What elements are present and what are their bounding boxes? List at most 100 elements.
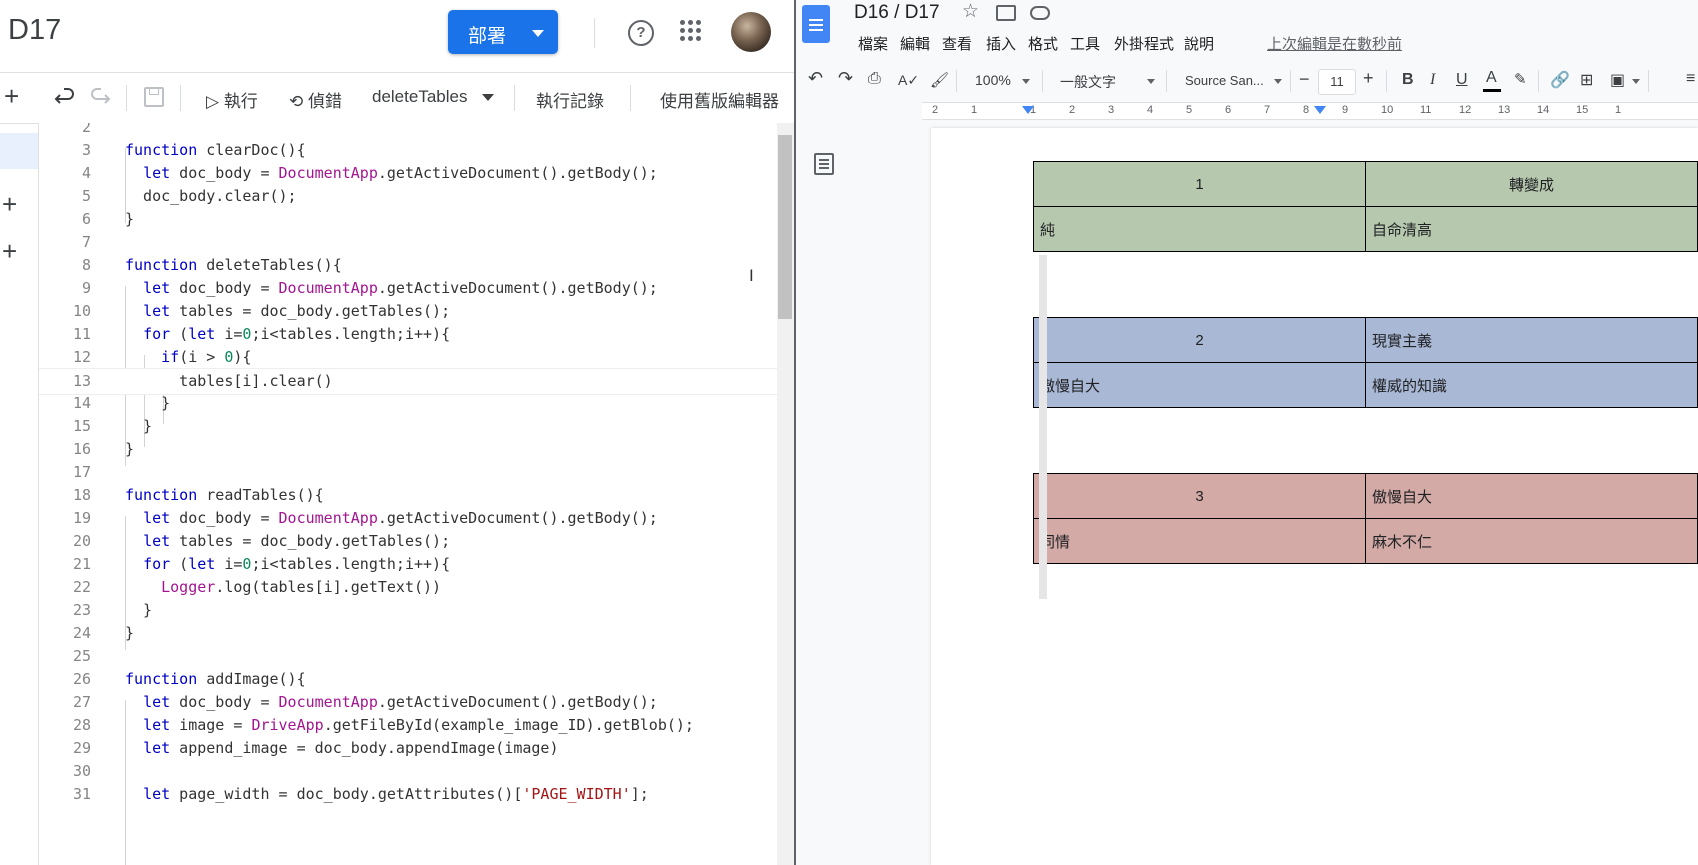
code-line[interactable]: 14 } (39, 391, 777, 416)
highlight-icon[interactable]: ✎ (1514, 71, 1527, 88)
add-service-icon[interactable]: + (2, 236, 18, 266)
undo-icon[interactable] (54, 85, 76, 107)
chevron-down-icon[interactable] (1632, 79, 1640, 84)
code-line[interactable]: 25 (39, 644, 777, 669)
code-line[interactable]: 6} (39, 207, 777, 232)
code-line[interactable]: 2 (39, 123, 777, 140)
code-line[interactable]: 24} (39, 621, 777, 646)
undo-icon[interactable]: ↶ (808, 68, 824, 88)
print-icon[interactable]: ⎙ (868, 70, 881, 87)
table-cell[interactable]: 傲慢自大 (1365, 473, 1698, 519)
table-cell[interactable]: 現實主義 (1365, 317, 1698, 363)
code-line[interactable]: 17 (39, 460, 777, 485)
code-line[interactable]: 7 (39, 230, 777, 255)
code-line[interactable]: 12 if(i > 0){ (39, 345, 777, 370)
editor-scrollbar[interactable] (777, 123, 794, 865)
font-size-input[interactable]: 11 (1318, 69, 1356, 95)
redo-icon[interactable]: ↷ (838, 68, 854, 88)
insert-comment-icon[interactable]: ⊞ (1580, 72, 1594, 89)
decrease-font-icon[interactable]: − (1299, 69, 1310, 89)
table-cell[interactable]: 自命清高 (1365, 206, 1698, 252)
function-select[interactable]: deleteTables (372, 87, 468, 106)
right-indent-marker[interactable] (1314, 106, 1326, 114)
table-cell[interactable]: 同情 (1033, 518, 1366, 564)
paragraph-style-select[interactable]: 一般文字 (1060, 74, 1116, 90)
code-line[interactable]: 31 let page_width = doc_body.getAttribut… (39, 782, 777, 807)
legacy-editor-button[interactable]: 使用舊版編輯器 (660, 92, 779, 111)
insert-image-icon[interactable]: ▣ (1610, 72, 1626, 89)
code-line[interactable]: 19 let doc_body = DocumentApp.getActiveD… (39, 506, 777, 531)
document-outline-icon[interactable] (814, 153, 834, 175)
table-cell[interactable]: 純 (1033, 206, 1366, 252)
code-line[interactable]: 23 } (39, 598, 777, 623)
code-line[interactable]: 22 Logger.log(tables[i].getText()) (39, 575, 777, 600)
add-file-icon[interactable]: + (4, 81, 20, 111)
scrollbar-thumb[interactable] (778, 135, 792, 319)
table-cell[interactable]: 2 (1033, 317, 1366, 363)
run-button[interactable]: ▷ 執行 (206, 87, 258, 112)
move-folder-icon[interactable] (996, 5, 1016, 21)
cloud-status-icon[interactable] (1030, 6, 1050, 20)
redo-icon[interactable] (89, 85, 111, 107)
menu-item[interactable]: 編輯 (900, 36, 931, 53)
menu-item[interactable]: 檔案 (858, 36, 889, 53)
spellcheck-icon[interactable]: A✓ (898, 72, 920, 88)
menu-item[interactable]: 格式 (1028, 36, 1059, 53)
code-line[interactable]: 27 let doc_body = DocumentApp.getActiveD… (39, 690, 777, 715)
table-cell[interactable]: 1 (1033, 161, 1366, 207)
project-title[interactable]: D17 (8, 14, 62, 46)
table-cell[interactable]: 轉變成 (1365, 161, 1698, 207)
code-line[interactable]: 20 let tables = doc_body.getTables(); (39, 529, 777, 554)
menu-item[interactable]: 插入 (986, 36, 1017, 53)
table-cell[interactable]: 麻木不仁 (1365, 518, 1698, 564)
help-icon[interactable]: ? (628, 20, 654, 46)
code-line[interactable]: 28 let image = DriveApp.getFileById(exam… (39, 713, 777, 738)
code-line[interactable]: 10 let tables = doc_body.getTables(); (39, 299, 777, 324)
menu-item[interactable]: 說明 (1184, 36, 1215, 53)
underline-icon[interactable]: U (1456, 71, 1468, 88)
code-line[interactable]: 15 } (39, 414, 777, 439)
chevron-down-icon[interactable] (1147, 79, 1155, 84)
table-cell[interactable]: 權威的知識 (1365, 362, 1698, 408)
menu-item[interactable]: 查看 (942, 36, 973, 53)
save-icon[interactable] (144, 87, 164, 107)
chevron-down-icon[interactable] (482, 94, 494, 101)
code-line[interactable]: 4 let doc_body = DocumentApp.getActiveDo… (39, 161, 777, 186)
chevron-down-icon[interactable] (1274, 79, 1282, 84)
italic-icon[interactable]: I (1430, 71, 1436, 88)
file-item-selected[interactable] (0, 133, 38, 169)
zoom-select[interactable]: 100% (975, 72, 1011, 88)
last-edit-link[interactable]: 上次編輯是在數秒前 (1267, 36, 1403, 53)
doc-table-1[interactable]: 1 轉變成 純 自命清高 (1033, 161, 1698, 252)
doc-table-3[interactable]: 3 傲慢自大 同情 麻木不仁 (1033, 473, 1698, 564)
avatar[interactable] (731, 12, 771, 52)
deploy-button[interactable]: 部署 (448, 10, 558, 54)
bold-icon[interactable]: B (1402, 71, 1414, 88)
docs-logo-icon[interactable] (802, 5, 830, 43)
align-icon[interactable]: ≡ (1686, 70, 1696, 87)
font-select[interactable]: Source San... (1185, 73, 1264, 88)
code-line[interactable]: 11 for (let i=0;i<tables.length;i++){ (39, 322, 777, 347)
code-line[interactable]: 13 tables[i].clear() (39, 368, 777, 395)
increase-font-icon[interactable]: + (1363, 68, 1374, 88)
star-icon[interactable]: ☆ (962, 1, 980, 22)
link-icon[interactable]: 🔗 (1550, 72, 1570, 89)
table-cell[interactable]: 3 (1033, 473, 1366, 519)
code-line[interactable]: 9 let doc_body = DocumentApp.getActiveDo… (39, 276, 777, 301)
execution-log-button[interactable]: 執行記錄 (536, 92, 604, 111)
table-cell[interactable]: 傲慢自大 (1033, 362, 1366, 408)
menu-item[interactable]: 外掛程式 (1114, 36, 1175, 53)
window-divider[interactable] (794, 0, 796, 865)
code-line[interactable]: 16} (39, 437, 777, 462)
debug-button[interactable]: ⟲ 偵錯 (289, 87, 342, 112)
apps-grid-icon[interactable] (680, 20, 702, 42)
indent-marker[interactable] (1022, 106, 1034, 114)
document-title[interactable]: D16 / D17 (854, 2, 940, 23)
paint-format-icon[interactable]: 🖌 (930, 72, 950, 89)
